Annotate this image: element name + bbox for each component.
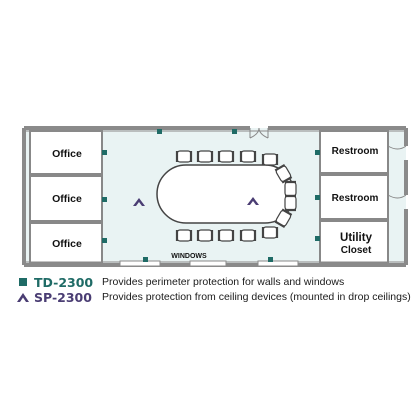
td-sensor-bottom-1 — [143, 257, 148, 262]
window-frame-1 — [119, 260, 161, 267]
td-sensor-right-3 — [315, 236, 320, 241]
purple-chevron-sensor-icon — [16, 292, 30, 302]
entrance-door-swing — [249, 127, 269, 139]
chairs — [175, 150, 297, 242]
office-room-middle — [29, 175, 103, 222]
legend-description-sp-2300: Provides protection from ceiling devices… — [102, 291, 411, 303]
label-office-middle: Office — [52, 193, 82, 205]
legend-code-sp-2300: SP-2300 — [34, 289, 92, 305]
td-2300-sensors — [102, 129, 320, 262]
legend-code-td-2300: TD-2300 — [34, 274, 94, 290]
office-room-top — [29, 130, 103, 175]
room-labels: Office Office Office Restroom Restroom U… — [52, 146, 378, 260]
service-rooms — [319, 130, 389, 264]
side-door-swing-top — [387, 145, 407, 150]
office-room-bottom — [29, 222, 103, 264]
td-sensor-bottom-2 — [268, 257, 273, 262]
chair-top-1 — [175, 150, 193, 163]
window-frame-2 — [189, 260, 227, 267]
label-office-bottom: Office — [52, 238, 82, 250]
chair-right-1 — [274, 163, 293, 184]
td-sensor-right-1 — [315, 150, 320, 155]
restroom-room-bottom — [319, 174, 389, 220]
chair-bottom-5 — [261, 226, 279, 239]
sp-sensor-left — [133, 198, 145, 206]
chair-top-2 — [196, 150, 214, 163]
label-utility-line2: Closet — [341, 245, 372, 256]
chair-right-2 — [284, 180, 297, 198]
legend-row-sp-2300: SP-2300 Provides protection from ceiling… — [16, 289, 412, 305]
td-sensor-left-2 — [102, 197, 107, 202]
chair-bottom-3 — [217, 229, 235, 242]
chair-top-3 — [217, 150, 235, 163]
td-sensor-top-1 — [157, 129, 162, 134]
td-sensor-left-1 — [102, 150, 107, 155]
label-utility-line1: Utility — [340, 232, 373, 244]
office-rooms — [29, 130, 103, 264]
window-frames — [119, 260, 299, 267]
doors — [249, 127, 407, 199]
chair-bottom-1 — [175, 229, 193, 242]
legend-description-td-2300: Provides perimeter protection for walls … — [102, 276, 345, 288]
label-windows: WINDOWS — [171, 253, 207, 260]
chair-right-4 — [274, 208, 293, 229]
chair-top-5 — [261, 153, 279, 166]
td-sensor-right-2 — [315, 195, 320, 200]
td-sensor-top-2 — [232, 129, 237, 134]
label-office-top: Office — [52, 148, 82, 160]
td-sensor-left-3 — [102, 238, 107, 243]
chair-right-3 — [284, 194, 297, 212]
restroom-room-top — [319, 130, 389, 174]
label-restroom-top: Restroom — [332, 146, 379, 157]
sp-2300-sensors — [133, 197, 259, 206]
conference-table — [156, 164, 295, 224]
chair-top-4 — [239, 150, 257, 163]
chair-bottom-4 — [239, 229, 257, 242]
teal-square-sensor-icon — [16, 278, 30, 286]
label-restroom-bottom: Restroom — [332, 193, 379, 204]
legend-row-td-2300: TD-2300 Provides perimeter protection fo… — [16, 274, 412, 290]
window-frame-3 — [257, 260, 299, 267]
sp-sensor-right — [247, 197, 259, 205]
chair-bottom-2 — [196, 229, 214, 242]
side-door-swing-bottom — [387, 194, 407, 199]
